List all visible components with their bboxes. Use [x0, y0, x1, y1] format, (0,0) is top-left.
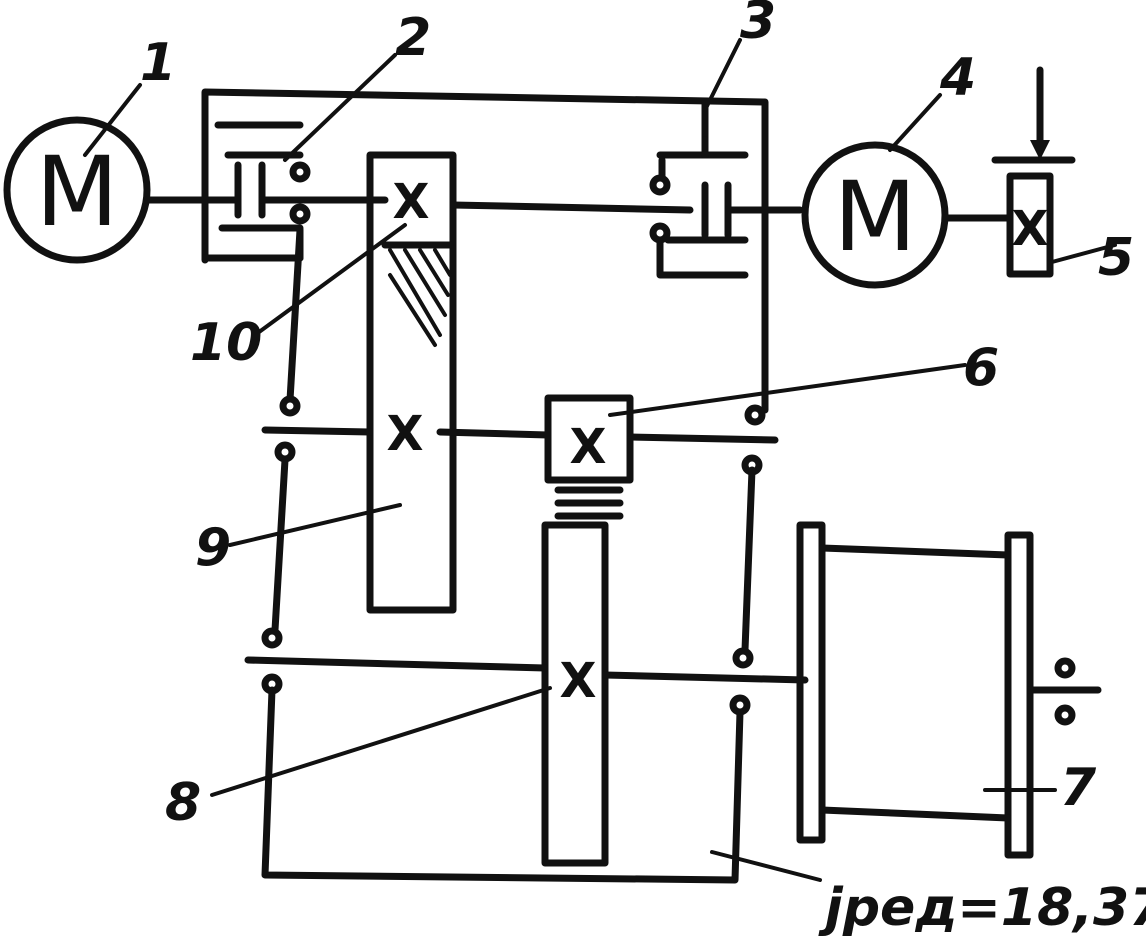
ratio-label: jред=18,375 — [818, 878, 1146, 938]
motor-1-symbol: M — [36, 136, 119, 248]
label-7: 7 — [1060, 758, 1097, 818]
drum-7 — [796, 521, 1102, 859]
middle-shaft — [261, 395, 779, 654]
label-9: 9 — [195, 518, 231, 578]
gear-10-mark: X — [392, 174, 429, 230]
label-6: 6 — [963, 338, 999, 398]
label-3: 3 — [740, 0, 776, 51]
clutch-3 — [649, 136, 804, 279]
gear-6-mark: X — [569, 419, 606, 475]
brake-5-mark: X — [1011, 201, 1048, 257]
motor-4: M — [801, 141, 949, 289]
lower-shaft — [244, 627, 809, 884]
label-10: 10 — [190, 313, 262, 373]
label-4: 4 — [939, 48, 976, 108]
motor-1: M — [3, 116, 151, 264]
label-5: 5 — [1098, 228, 1134, 288]
gear-column-6-8: X X — [541, 394, 634, 867]
label-2: 2 — [395, 8, 431, 68]
upper-shaft — [449, 201, 694, 214]
label-8: 8 — [165, 773, 201, 833]
gear-9-mark: X — [386, 406, 423, 462]
brake-5: X — [991, 66, 1076, 278]
gear-column-10-9: X X — [366, 151, 457, 614]
leader-lines — [83, 38, 1117, 882]
gear-8-mark: X — [559, 653, 596, 709]
label-1: 1 — [140, 33, 176, 93]
motor-4-symbol: M — [834, 161, 917, 273]
